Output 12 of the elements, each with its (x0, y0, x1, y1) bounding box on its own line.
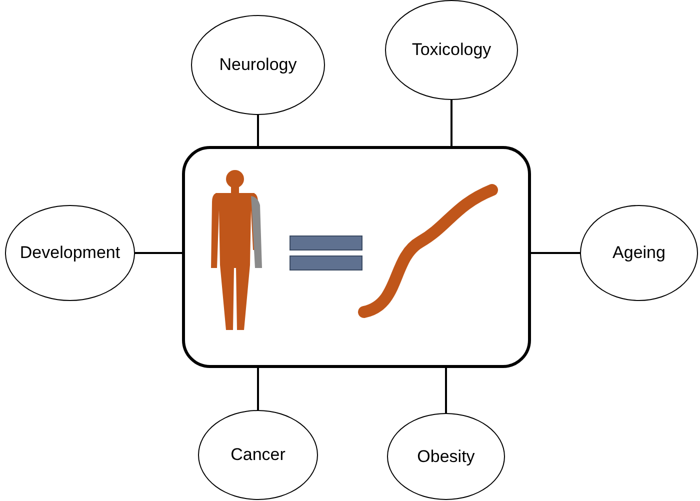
topic-label: Cancer (230, 444, 286, 466)
connector-line (257, 115, 259, 146)
topic-label: Development (20, 242, 120, 264)
connector-line (531, 252, 580, 254)
connector-line (445, 368, 447, 413)
connector-line (257, 368, 259, 410)
topic-label: Toxicology (412, 39, 492, 62)
topic-label: Obesity (417, 446, 475, 468)
connector-line (135, 252, 182, 254)
topic-label: Neurology (219, 54, 297, 76)
topic-label: Ageing (612, 242, 666, 264)
connector-line (450, 100, 452, 146)
